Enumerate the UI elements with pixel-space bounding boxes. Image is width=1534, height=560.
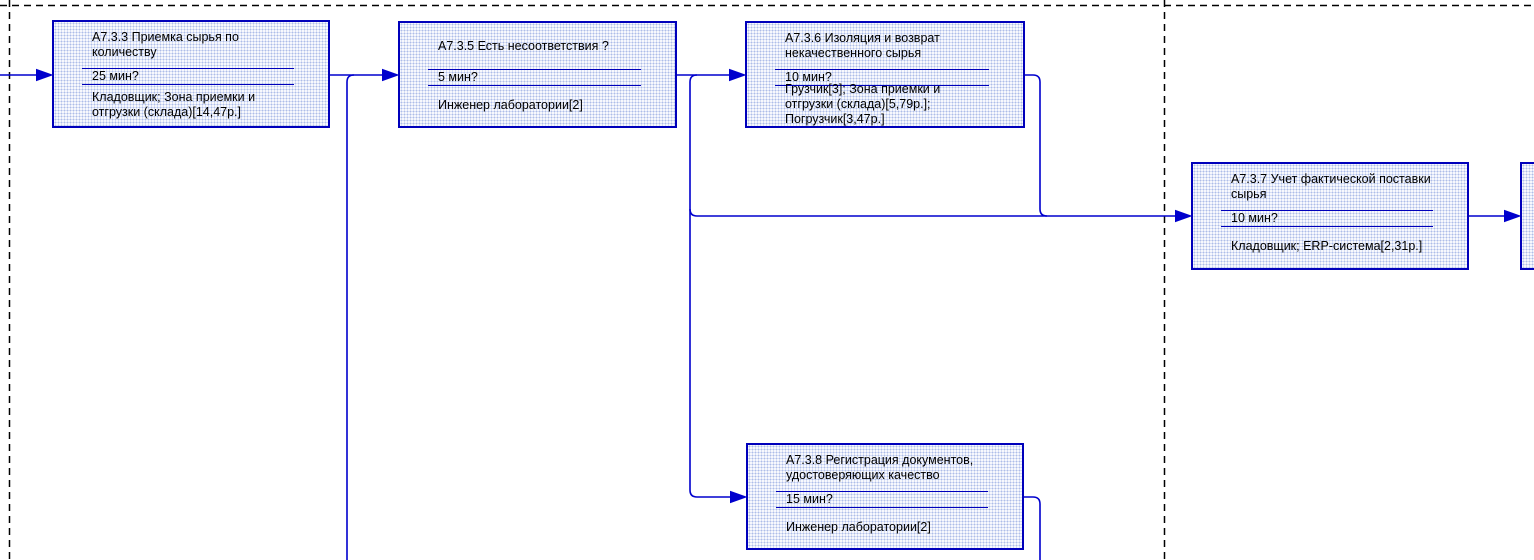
box-duration-section: 15 мин? [776, 491, 988, 508]
connector-a735-a737[interactable] [689, 208, 1193, 223]
arrowhead-icon [1504, 209, 1522, 223]
box-title: А7.3.8 Регистрация документов, удостовер… [786, 453, 974, 482]
box-duration-section: 10 мин? [775, 69, 989, 86]
connector-line[interactable] [689, 74, 731, 498]
arrowhead-icon [1175, 209, 1193, 223]
connector-a733-a735[interactable] [330, 68, 400, 82]
arrowhead-icon [729, 68, 747, 82]
box-title: А7.3.5 Есть несоответствия ? [438, 38, 609, 53]
connector-entry-a733[interactable] [0, 68, 54, 82]
connector-line[interactable] [1025, 74, 1048, 217]
box-duration: 15 мин? [786, 492, 833, 506]
box-resources: Инженер лаборатории[2] [438, 97, 583, 112]
box-resources: Кладовщик; Зона приемки и отгрузки (скла… [92, 89, 256, 119]
process-box-a737[interactable]: А7.3.7 Учет фактической поставки сырья 1… [1191, 162, 1469, 270]
connector-a735-a736[interactable] [677, 68, 747, 82]
arrowhead-icon [36, 68, 54, 82]
connector-line[interactable] [1024, 496, 1041, 560]
connector-line[interactable] [346, 74, 355, 560]
box-duration-section: 10 мин? [1221, 210, 1433, 227]
box-duration-section: 5 мин? [428, 69, 641, 86]
box-duration: 25 мин? [92, 69, 139, 83]
arrowhead-icon [730, 490, 748, 504]
connector-a736-merge[interactable] [1025, 74, 1048, 217]
process-box-a735[interactable]: А7.3.5 Есть несоответствия ? 5 мин? Инже… [398, 21, 677, 128]
process-box-a733[interactable]: А7.3.3 Приемка сырья по количеству 25 ми… [52, 20, 330, 128]
connector-a735-a738[interactable] [689, 74, 748, 504]
arrowhead-icon [382, 68, 400, 82]
box-duration: 5 мин? [438, 70, 478, 84]
process-box-next-partial[interactable] [1520, 162, 1534, 270]
connector-line[interactable] [689, 208, 1176, 217]
box-resources: Кладовщик; ERP-система[2,31р.] [1231, 239, 1423, 253]
process-box-a736[interactable]: А7.3.6 Изоляция и возврат некачественног… [745, 21, 1025, 128]
box-duration: 10 мин? [785, 70, 832, 84]
box-title: А7.3.3 Приемка сырья по количеству [92, 30, 239, 59]
box-resources: Грузчик[3]; Зона приемки и отгрузки (скл… [785, 82, 941, 126]
connector-a738-down[interactable] [1024, 496, 1041, 560]
box-title: А7.3.6 Изоляция и возврат некачественног… [785, 31, 940, 60]
connector-a737-next[interactable] [1469, 209, 1522, 223]
box-title: А7.3.7 Учет фактической поставки сырья [1231, 172, 1431, 201]
process-box-a738[interactable]: А7.3.8 Регистрация документов, удостовер… [746, 443, 1024, 550]
box-resources: Инженер лаборатории[2] [786, 519, 931, 534]
box-duration-section: 25 мин? [82, 68, 294, 85]
box-duration: 10 мин? [1231, 211, 1278, 225]
connector-a733-branch-down[interactable] [346, 74, 355, 560]
